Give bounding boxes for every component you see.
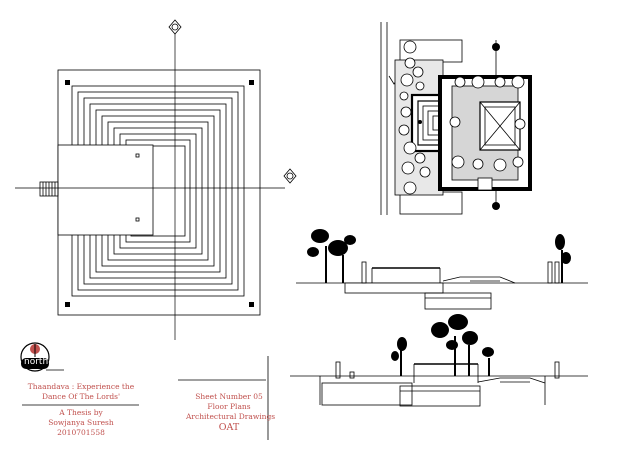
thesis-title-line1: Thaandava : Experience the <box>27 382 135 391</box>
section-two-trees <box>391 314 494 376</box>
north-label: north <box>24 357 49 367</box>
north-symbol <box>20 342 50 372</box>
sheet-category: Architectural Drawings <box>186 412 276 421</box>
author-line2: Sowjanya Suresh <box>48 418 114 427</box>
site-trees <box>398 40 526 195</box>
author-line3: 2010701558 <box>57 428 105 437</box>
sheet-code: OAT <box>218 422 240 433</box>
section-two <box>290 361 588 407</box>
stepped-plan <box>15 25 285 340</box>
section-one <box>296 261 588 310</box>
thesis-title-line2: Dance Of The Lords' <box>41 392 121 401</box>
section-markers <box>168 19 297 184</box>
title-block-lines <box>22 356 269 440</box>
section-one-trees <box>307 229 571 283</box>
corner-columns <box>65 80 254 307</box>
sheet-subject: Floor Plans <box>207 402 251 411</box>
sheet-number: Sheet Number 05 <box>195 392 263 401</box>
author-line1: A Thesis by <box>59 408 103 417</box>
site-markers <box>418 43 500 210</box>
